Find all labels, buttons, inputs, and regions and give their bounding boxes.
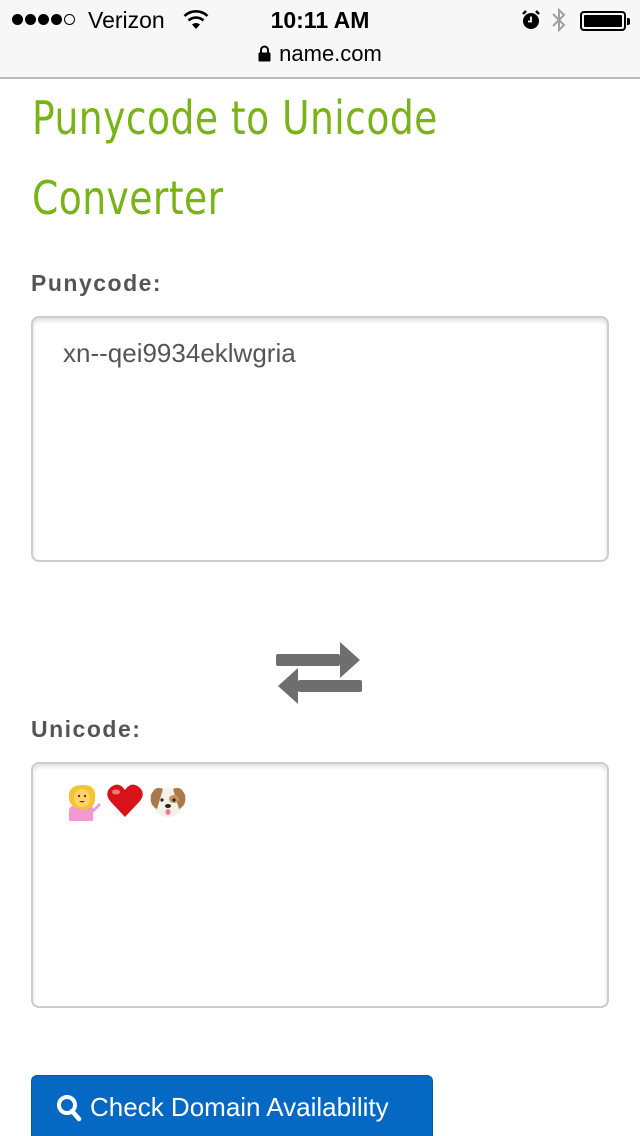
- unicode-value: [63, 781, 577, 828]
- carrier-name: Verizon: [88, 7, 165, 33]
- person-tipping-hand-emoji: [63, 781, 103, 828]
- clock: 10:11 AM: [270, 7, 370, 33]
- check-domain-availability-label: Check Domain Availability: [90, 1092, 389, 1122]
- battery-icon: [580, 11, 630, 31]
- bluetooth-icon: [551, 6, 567, 39]
- punycode-input[interactable]: xn--qei9934eklwgria: [31, 316, 609, 562]
- url-text: name.com: [279, 41, 382, 66]
- dog-face-emoji: [147, 781, 189, 828]
- status-bar: Verizon 10:11 AM: [0, 0, 640, 40]
- page-title: Punycode to Unicode Converter: [32, 91, 438, 225]
- swap-arrows-icon[interactable]: [276, 640, 362, 711]
- lock-icon: [258, 42, 271, 68]
- search-icon: [56, 1094, 82, 1129]
- red-heart-emoji: [105, 781, 145, 828]
- check-domain-availability-button[interactable]: Check Domain Availability: [31, 1075, 433, 1136]
- punycode-value: xn--qei9934eklwgria: [63, 338, 296, 368]
- unicode-label: Unicode:: [31, 716, 142, 742]
- signal-strength-icon: [12, 14, 75, 25]
- alarm-icon: [520, 9, 542, 36]
- address-bar[interactable]: name.com: [0, 41, 640, 68]
- punycode-label: Punycode:: [31, 270, 163, 296]
- browser-chrome: Verizon 10:11 AM: [0, 0, 640, 79]
- wifi-icon: [183, 8, 209, 35]
- unicode-input[interactable]: [31, 762, 609, 1008]
